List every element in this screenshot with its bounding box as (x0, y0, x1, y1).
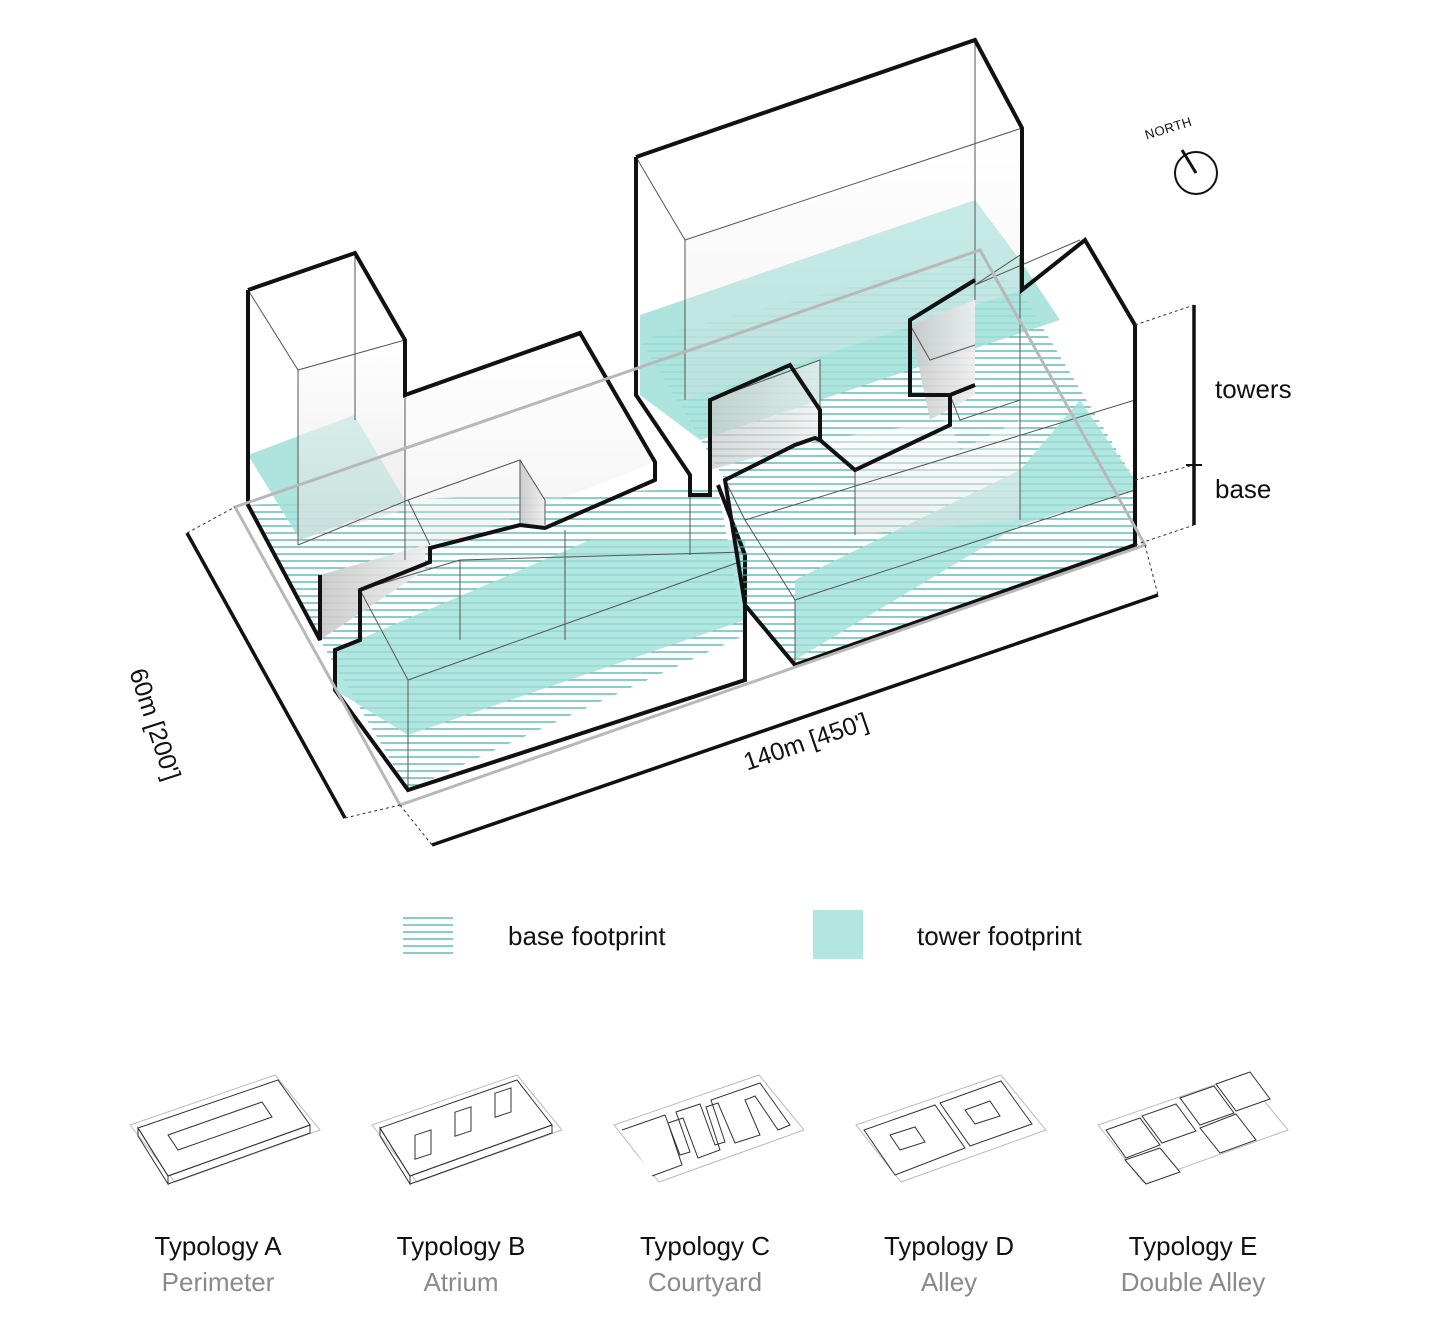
alley-thumbnail (855, 1074, 1047, 1183)
typology-a-name: Typology A (154, 1231, 282, 1261)
north-arrow-icon (1174, 149, 1218, 195)
typology-b-name: Typology B (396, 1231, 526, 1261)
perimeter-thumbnail (129, 1074, 321, 1186)
right-block (634, 37, 1137, 668)
typology-c-subtitle: Courtyard (647, 1267, 763, 1297)
typology-d-name: Typology D (883, 1231, 1015, 1261)
double-alley-thumbnail (1097, 1071, 1289, 1185)
legend-tower-swatch (813, 910, 863, 959)
legend-base-swatch (403, 912, 453, 959)
typology-e-subtitle: Double Alley (1120, 1267, 1266, 1297)
typology-e-caption: Typology E Double Alley (1073, 1228, 1313, 1300)
base-label: base (1215, 474, 1272, 504)
typology-b-subtitle: Atrium (423, 1267, 499, 1297)
left-block (246, 250, 747, 793)
typology-c-name: Typology C (639, 1231, 771, 1261)
typology-a-subtitle: Perimeter (161, 1267, 275, 1297)
towers-label: towers (1215, 374, 1292, 404)
typology-b-caption: Typology B Atrium (341, 1228, 581, 1300)
width-dimension (185, 506, 401, 819)
atrium-thumbnail (371, 1074, 563, 1186)
typology-e-name: Typology E (1128, 1231, 1258, 1261)
left-base-tower-plane (335, 540, 745, 735)
typology-c-caption: Typology C Courtyard (585, 1228, 825, 1300)
height-bracket (1134, 304, 1202, 546)
length-dimension (399, 544, 1159, 847)
typology-d-caption: Typology D Alley (829, 1228, 1069, 1300)
courtyard-thumbnail (613, 1074, 805, 1183)
typology-d-subtitle: Alley (920, 1267, 978, 1297)
typology-a-caption: Typology A Perimeter (98, 1228, 338, 1300)
legend-tower-footprint-label: tower footprint (917, 921, 1082, 951)
right-tower-footprint-bottom (795, 400, 1135, 660)
legend-base-footprint-label: base footprint (508, 921, 666, 951)
